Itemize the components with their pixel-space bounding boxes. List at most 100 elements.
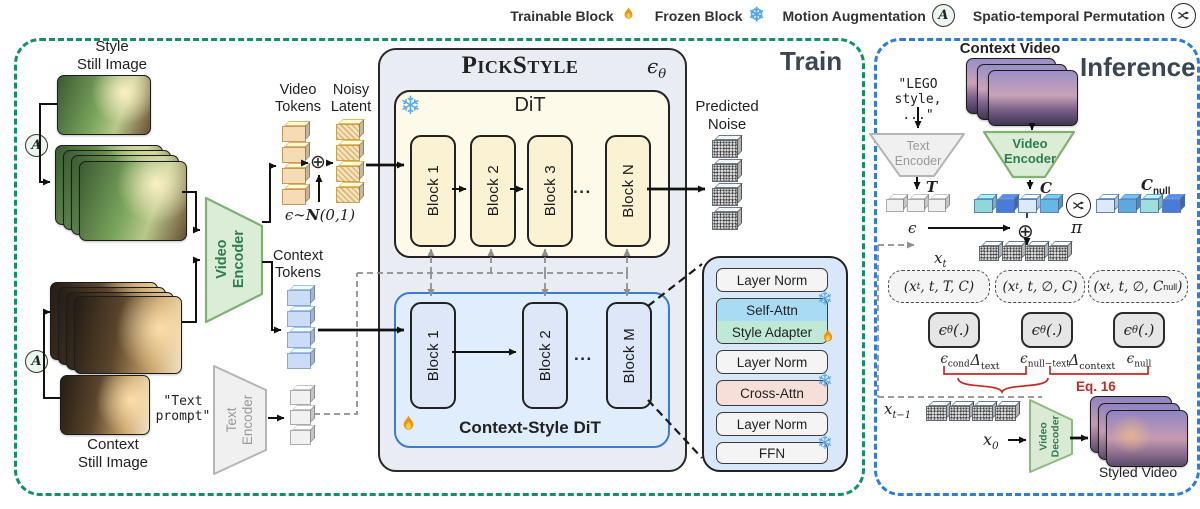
dit-block-1: Block 1 bbox=[410, 135, 456, 247]
flame-icon bbox=[398, 414, 419, 440]
style-still-image-label: Style Still Image bbox=[76, 38, 148, 73]
flame-icon bbox=[620, 6, 637, 26]
epsilon-label: ϵ bbox=[908, 219, 917, 237]
video-encoder-label: Video Encoder bbox=[213, 230, 247, 289]
legend-trainable: Trainable Block bbox=[510, 6, 636, 26]
dit-block-n: Block N bbox=[605, 135, 651, 247]
dit-ellipsis: ... bbox=[573, 178, 592, 197]
context-tokens-stack bbox=[287, 290, 311, 369]
token-cube bbox=[974, 199, 993, 213]
context-still-image-label: Context Still Image bbox=[77, 436, 149, 471]
inference-panel bbox=[874, 38, 1200, 496]
self-attn-label: Self-Attn bbox=[717, 299, 827, 321]
text-encoder-shape bbox=[869, 133, 965, 177]
stacked-frame bbox=[79, 161, 187, 241]
noise-cube bbox=[712, 188, 738, 206]
token-cube bbox=[1140, 199, 1159, 213]
eps-null-text-label: ϵnull−text bbox=[1020, 351, 1070, 370]
token-cube bbox=[290, 410, 311, 425]
noise-cube bbox=[1025, 246, 1045, 261]
motion-augmentation-icon: A bbox=[931, 4, 955, 27]
motion-augmentation-icon: A bbox=[25, 134, 48, 157]
noise-cube bbox=[979, 246, 999, 261]
c-null-tokens-row bbox=[1096, 199, 1181, 213]
stacked-frame bbox=[1106, 410, 1188, 467]
token-cube bbox=[287, 311, 311, 327]
text-tokens-stack bbox=[290, 390, 311, 445]
legend-label: Spatio-temporal Permutation bbox=[972, 7, 1165, 24]
cs-block-m: Block M bbox=[606, 302, 652, 409]
cs-ellipsis: ... bbox=[574, 345, 593, 364]
style-frame-stack bbox=[55, 145, 187, 241]
predicted-noise-label: Predicted Noise bbox=[695, 98, 759, 133]
layer-norm-1: Layer Norm bbox=[716, 268, 828, 292]
plus-circle-icon: ⊕ bbox=[1017, 221, 1034, 243]
noise-cube bbox=[949, 406, 970, 421]
video-tokens-label: Video Tokens bbox=[275, 82, 321, 116]
legend-permutation: Spatio-temporal Permutation bbox=[973, 3, 1196, 28]
token-cube bbox=[287, 332, 311, 348]
t-tokens-row bbox=[886, 199, 946, 212]
snowflake-icon: ❄ bbox=[400, 92, 421, 120]
context-style-dit-title: Context-Style DiT bbox=[459, 418, 601, 437]
noise-cube bbox=[712, 212, 738, 230]
legend-motion-aug: Motion Augmentation A bbox=[783, 4, 955, 27]
styled-video-stack bbox=[1090, 396, 1194, 474]
noise-distribution-label: ϵ∼N(0,1) bbox=[284, 206, 356, 224]
noisy-latent-cube bbox=[336, 187, 360, 203]
predicted-noise-stack bbox=[712, 140, 738, 230]
inference-panel-label: Inference bbox=[1080, 52, 1196, 82]
token-cube bbox=[928, 199, 946, 212]
noisy-latent-stack bbox=[336, 124, 360, 203]
permutation-icon bbox=[1066, 193, 1091, 218]
layer-norm-3: Layer Norm bbox=[716, 412, 828, 436]
style-still-image bbox=[57, 75, 151, 135]
self-attn-style-adapter-block: Self-Attn Style Adapter bbox=[716, 298, 828, 344]
stacked-frame bbox=[74, 296, 182, 374]
xt-minus-1-noise-row bbox=[926, 406, 1016, 421]
token-cube bbox=[1162, 199, 1181, 213]
noisy-latent-cube bbox=[336, 166, 360, 182]
pickstyle-title: PickStyle bbox=[461, 52, 579, 79]
ffn-block: FFN bbox=[716, 442, 828, 464]
eq-16-label: Eq. 16 bbox=[1076, 379, 1116, 394]
c-tokens-label: C bbox=[1040, 179, 1052, 197]
snowflake-icon: ❄ bbox=[748, 5, 765, 26]
snowflake-icon: ❄ bbox=[817, 433, 833, 454]
x-t-minus-1-label: xt−1 bbox=[884, 400, 911, 421]
legend-frozen: Frozen Block ❄ bbox=[655, 6, 765, 25]
train-panel-label: Train bbox=[780, 46, 843, 76]
token-cube bbox=[282, 147, 306, 163]
lego-prompt: "LEGO style, ..." bbox=[894, 77, 942, 123]
noise-cube bbox=[972, 406, 993, 421]
legend-label: Motion Augmentation bbox=[782, 7, 926, 24]
context-video-stack bbox=[966, 58, 1082, 128]
video-encoder-shape bbox=[982, 130, 1076, 179]
text-encoder-label: Text Encoder bbox=[224, 394, 255, 446]
dit-title: DiT bbox=[514, 94, 546, 116]
noise-cube bbox=[1002, 246, 1022, 261]
text-encoder-shape bbox=[213, 365, 267, 475]
epsilon-theta-label: ϵθ bbox=[647, 54, 667, 82]
token-cube bbox=[907, 199, 925, 212]
snowflake-icon: ❄ bbox=[817, 371, 833, 392]
cs-block-2: Block 2 bbox=[522, 302, 568, 409]
snowflake-icon: ❄ bbox=[817, 289, 833, 310]
stacked-frame bbox=[988, 70, 1078, 126]
cross-attn-block: Cross-Attn bbox=[716, 380, 828, 406]
noise-cube bbox=[712, 140, 738, 158]
token-cube bbox=[1018, 199, 1037, 213]
noisy-latent-label: Noisy Latent bbox=[330, 82, 372, 116]
noise-cube bbox=[712, 164, 738, 182]
token-cube bbox=[886, 199, 904, 212]
context-frame-stack bbox=[50, 282, 182, 374]
pi-label: π bbox=[1071, 218, 1083, 238]
video-encoder-label: Video Encoder bbox=[1003, 136, 1056, 167]
context-video-label: Context Video bbox=[959, 40, 1061, 57]
